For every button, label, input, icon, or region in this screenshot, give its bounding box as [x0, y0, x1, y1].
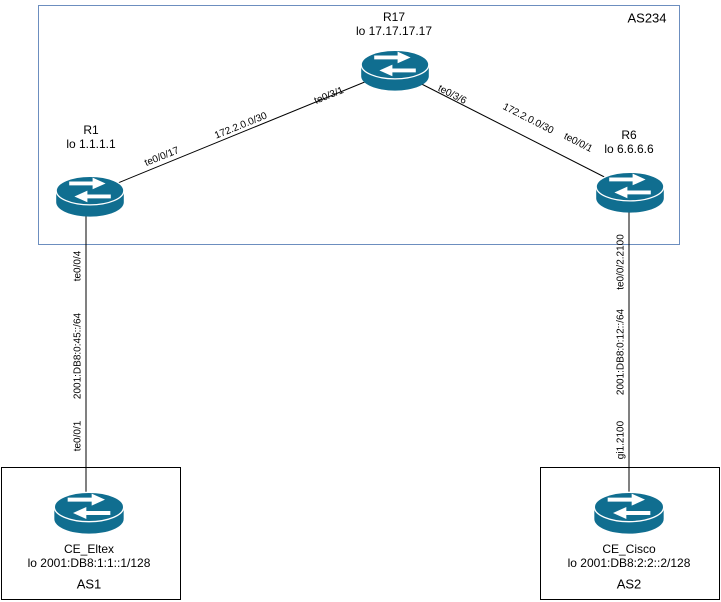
link-r1-ce-if-r1: te0/0/4 [72, 250, 84, 282]
link-r1-ce-if-ce: te0/0/1 [72, 420, 84, 452]
as2-boundary-box [540, 467, 720, 600]
router-icon [53, 491, 125, 535]
link-r6-ce-subnet: 2001:DB8:0:12::/64 [615, 308, 627, 396]
r1-name: R1 [83, 123, 99, 137]
r1-loopback: lo 1.1.1.1 [66, 137, 116, 151]
router-icon [593, 491, 665, 535]
link-r6-ce-if-r6: te0/0/2.2100 [615, 234, 627, 290]
as2-label: AS2 [616, 576, 642, 592]
router-ce-cisco [589, 487, 669, 535]
router-r17 [356, 45, 434, 92]
r6-name: R6 [621, 128, 637, 142]
link-r1-r17 [90, 69, 395, 195]
router-r6 [591, 167, 669, 214]
as1-label: AS1 [76, 576, 102, 592]
as234-label: AS234 [627, 10, 667, 26]
r6-loopback: lo 6.6.6.6 [604, 142, 654, 156]
r17-name: R17 [382, 10, 406, 24]
ce-eltex-loopback: lo 2001:DB8:1:1::1/128 [27, 556, 151, 570]
ce-cisco-name: CE_Cisco [602, 542, 656, 556]
router-icon [595, 171, 665, 214]
router-icon [55, 175, 125, 218]
router-r1 [51, 171, 129, 218]
as234-boundary-box [38, 5, 680, 245]
ce-eltex-name: CE_Eltex [63, 542, 115, 556]
link-r17-r6 [393, 69, 631, 191]
ce-cisco-loopback: lo 2001:DB8:2:2::2/128 [567, 556, 691, 570]
as1-boundary-box [1, 467, 181, 600]
link-r1-ce-subnet: 2001:DB8:0:45::/64 [72, 312, 84, 400]
r17-loopback: lo 17.17.17.17 [355, 24, 433, 38]
link-r6-ce-if-ce: gi1.2100 [615, 420, 627, 460]
router-ce-eltex [49, 487, 129, 535]
router-icon [360, 49, 430, 92]
